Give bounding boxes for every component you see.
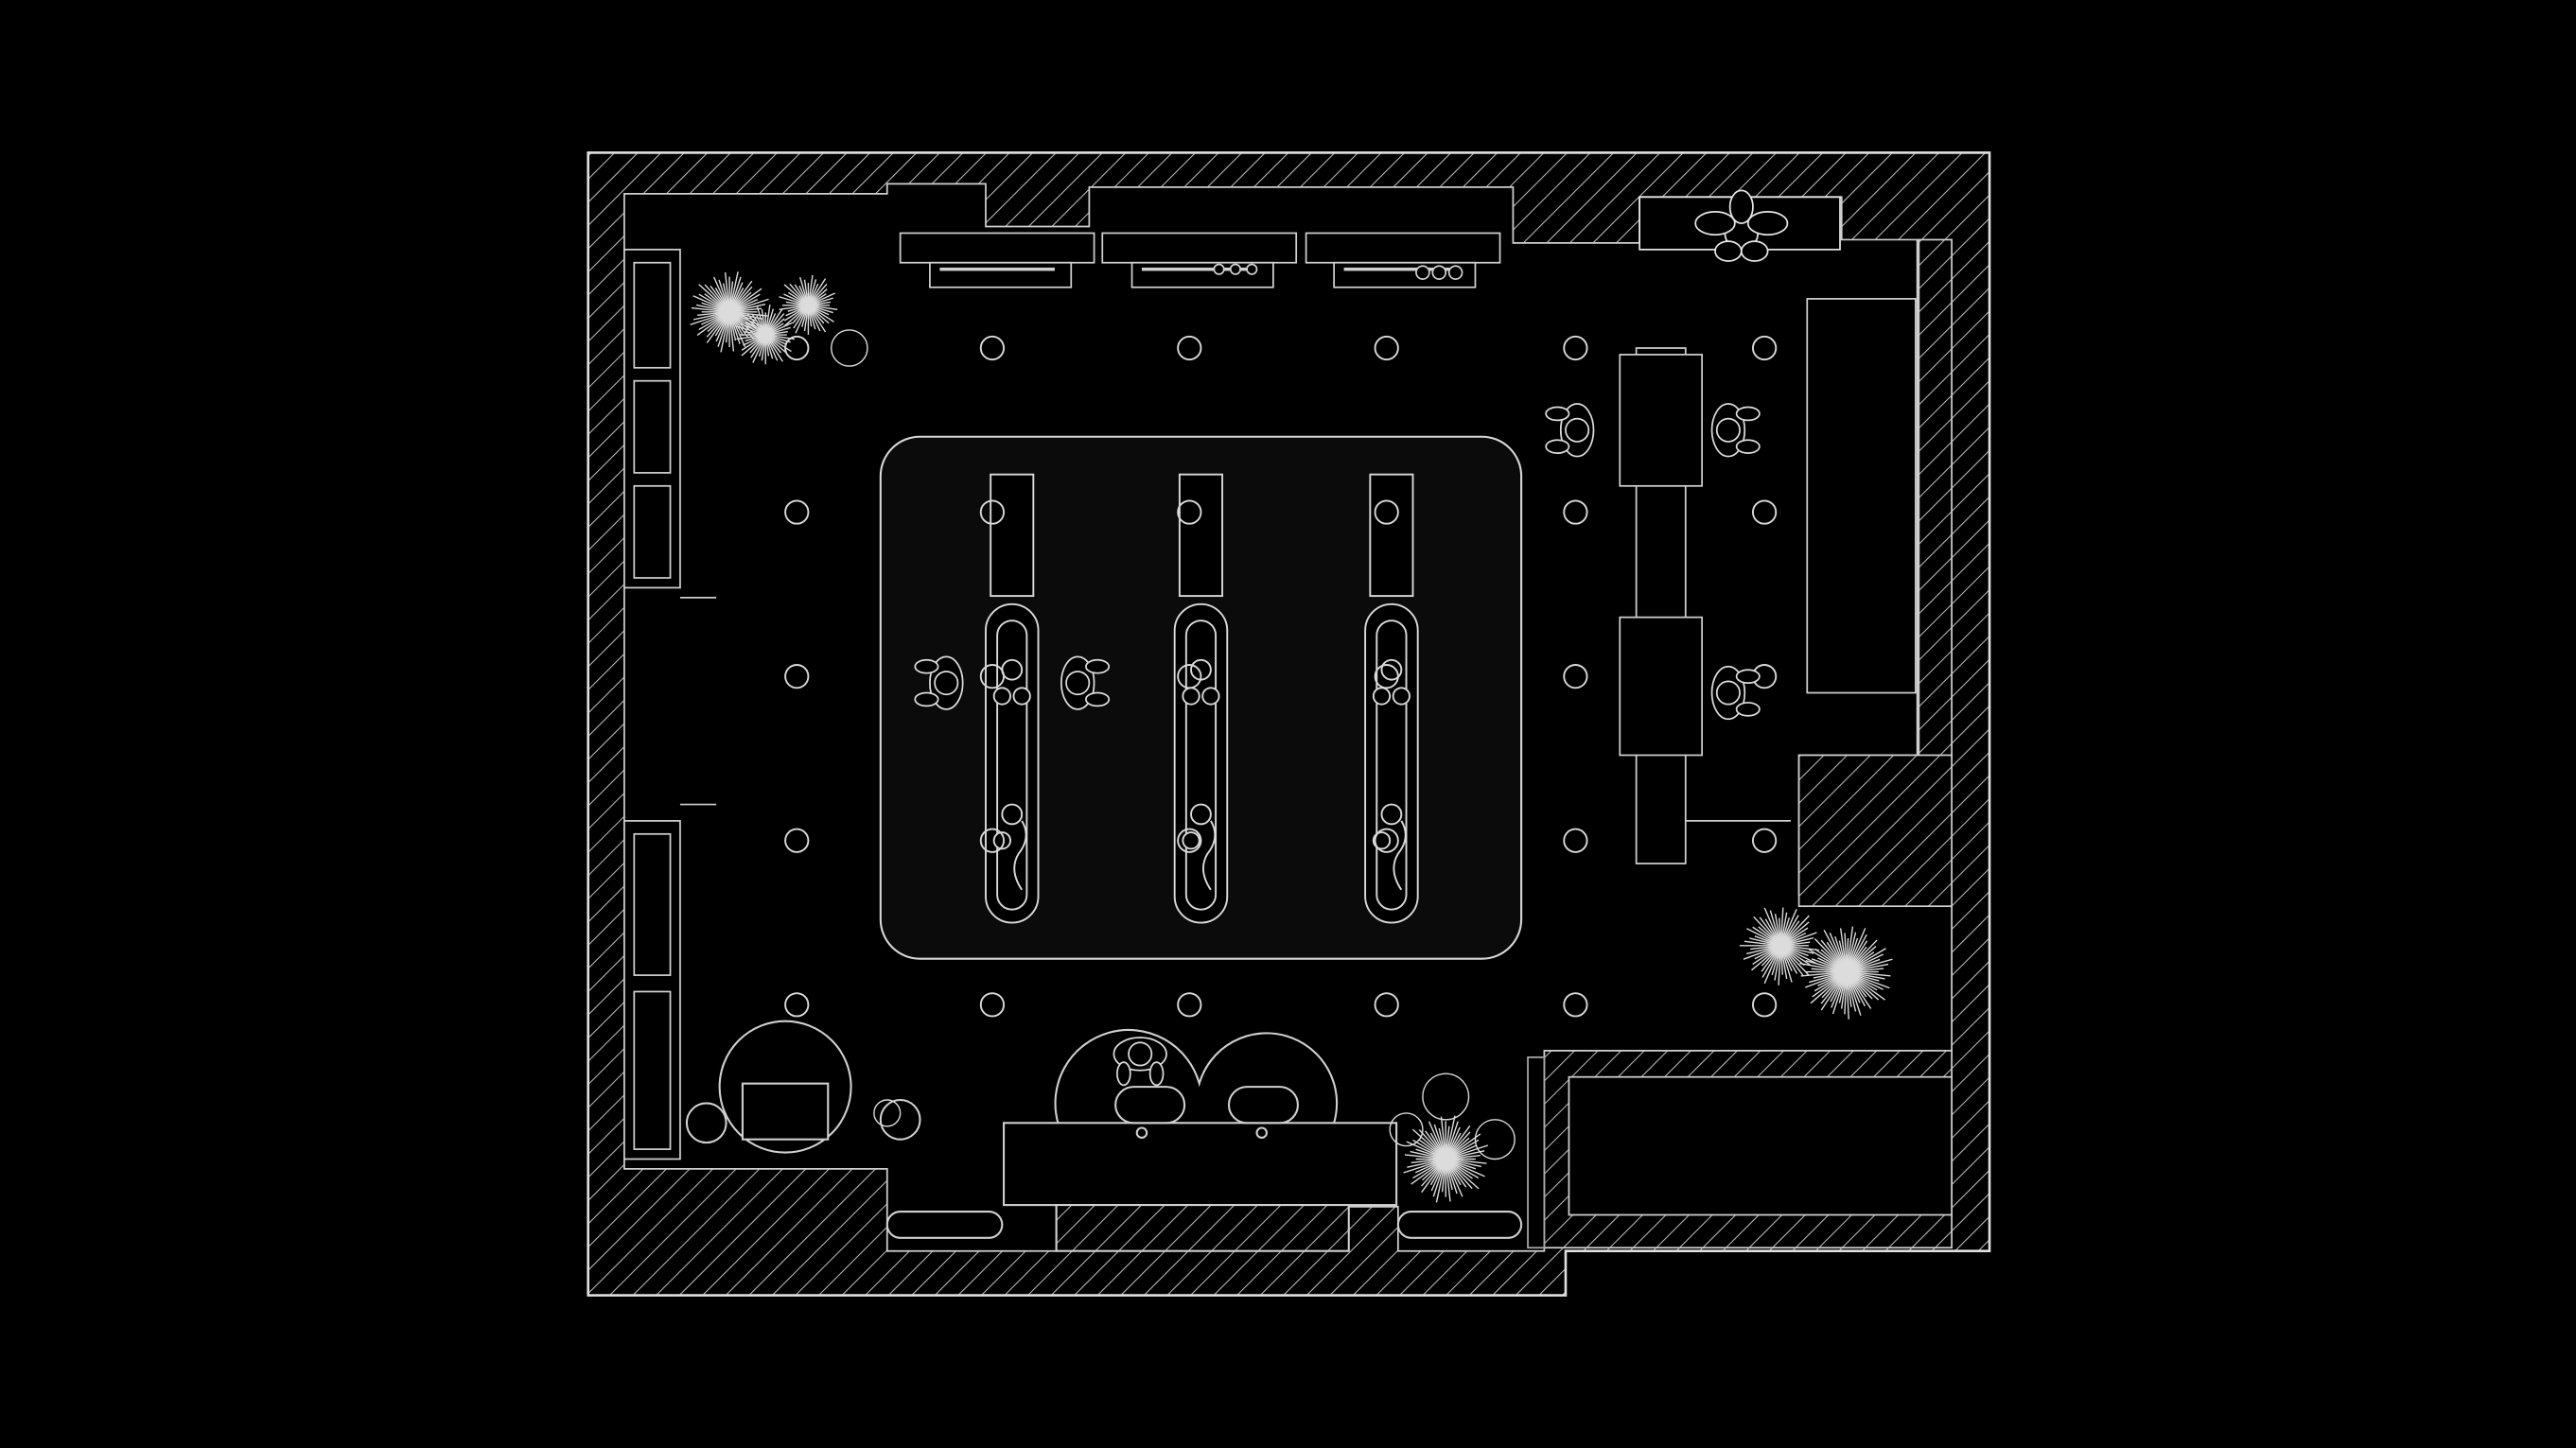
column-marker-icon: [784, 828, 810, 853]
column-marker-icon: [784, 992, 810, 1018]
treadmill: [1173, 473, 1229, 924]
person-topview-icon: [1710, 665, 1761, 721]
column-marker-icon: [1563, 828, 1588, 853]
column-marker-icon: [1374, 664, 1399, 689]
column-marker-icon: [1752, 499, 1778, 525]
column-marker-icon: [1177, 335, 1202, 361]
storage-room: [1527, 1050, 1953, 1249]
column-marker-icon: [784, 499, 810, 525]
top-cabinets: [899, 232, 1501, 288]
column-marker-icon: [1563, 664, 1588, 689]
person-topview-icon: [1060, 655, 1111, 710]
right-wall-strip: [1918, 238, 1953, 759]
person-topview-icon: [914, 403, 1761, 1087]
column-marker-icon: [1177, 664, 1202, 689]
column-marker-icon: [979, 828, 1006, 853]
column-marker-icon: [979, 992, 1006, 1018]
column-marker-icon: [979, 335, 1006, 361]
treadmill: [985, 473, 1040, 924]
column-marker-icon: [1177, 992, 1202, 1018]
person-topview-icon: [1113, 1037, 1167, 1087]
lounge-chair: [685, 1020, 921, 1154]
person-topview-icon: [1545, 403, 1595, 458]
column-marker-icon: [784, 664, 810, 689]
column-markers: [784, 335, 1778, 1018]
column-marker-icon: [1752, 335, 1778, 361]
right-counter: [1619, 298, 1917, 864]
column-marker-icon: [1563, 992, 1588, 1018]
column-marker-icon: [979, 664, 1006, 689]
column-marker-icon: [1177, 828, 1202, 853]
column-marker-icon: [1752, 992, 1778, 1018]
column-marker-icon: [979, 499, 1006, 525]
flower-icon: [1638, 189, 1841, 262]
column-marker-icon: [1374, 499, 1399, 525]
left-shelving: [623, 248, 717, 1160]
column-marker-icon: [1374, 992, 1399, 1018]
column-marker-icon: [1752, 828, 1778, 853]
column-marker-icon: [1563, 499, 1588, 525]
reception-counter: [885, 1028, 1523, 1252]
column-marker-icon: [1374, 335, 1399, 361]
column-marker-icon: [1177, 499, 1202, 525]
column-marker-icon: [1563, 335, 1588, 361]
treadmill: [1364, 473, 1419, 924]
person-topview-icon: [914, 655, 964, 710]
column-marker-icon: [1374, 828, 1399, 853]
person-topview-icon: [1710, 403, 1761, 458]
plant-icon: [690, 271, 1893, 1203]
right-wall-block: [1797, 754, 1953, 908]
